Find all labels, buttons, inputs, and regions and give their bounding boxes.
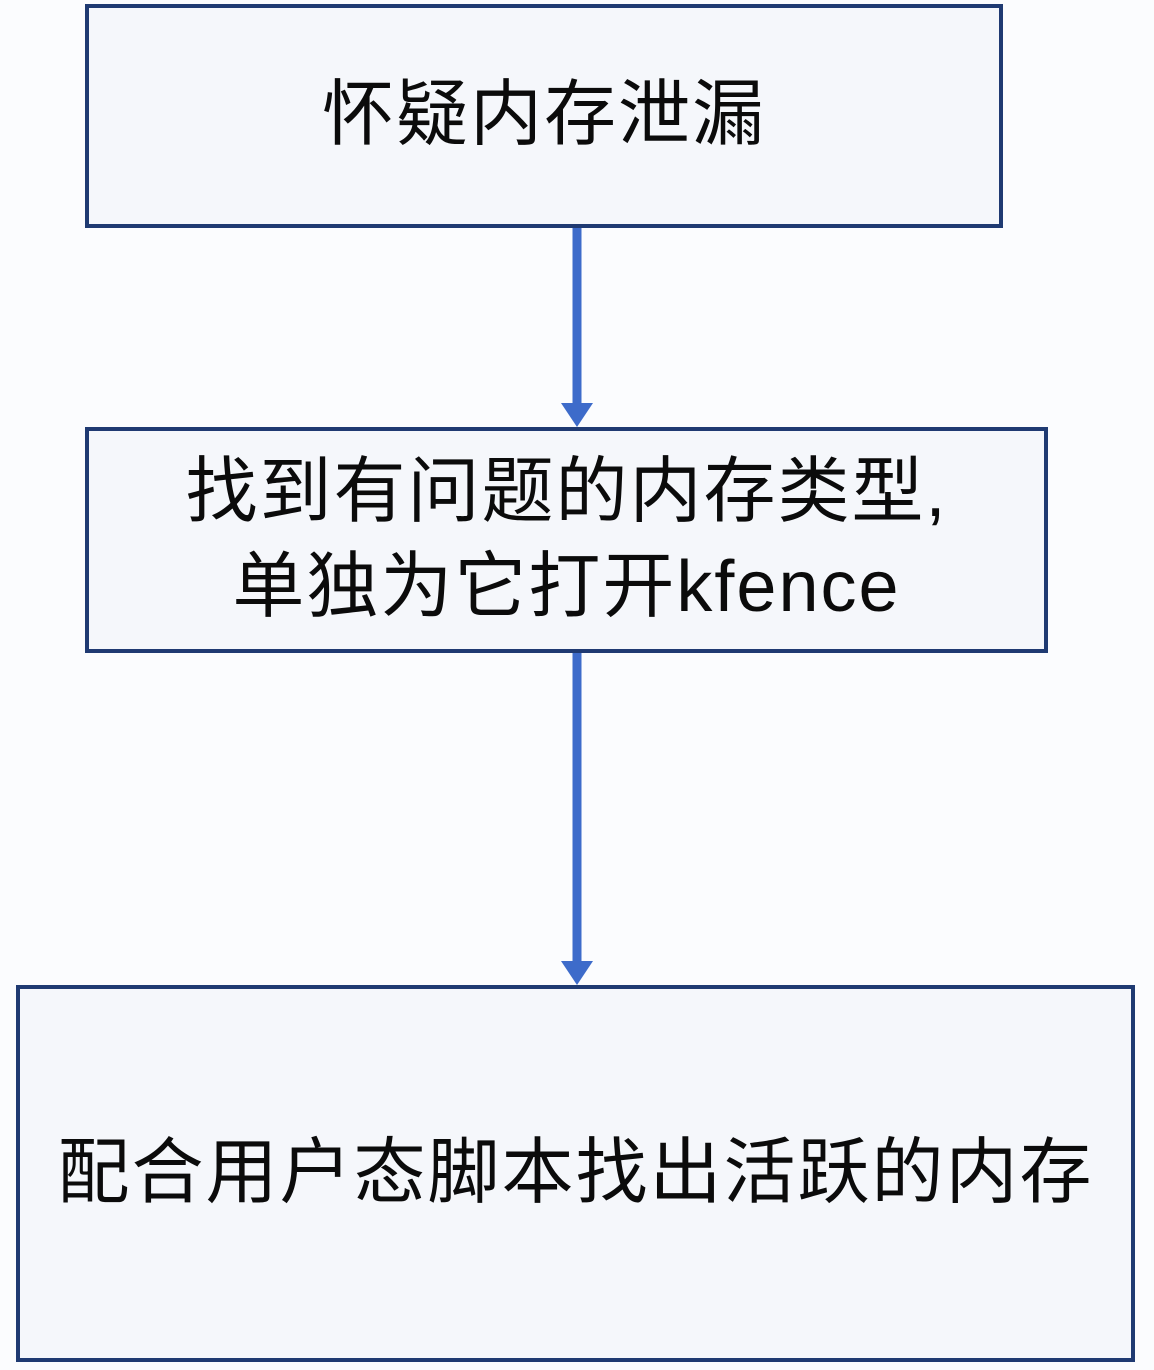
arrow-down-icon	[561, 403, 593, 427]
flow-arrow-2	[561, 653, 593, 985]
flow-arrow-1	[561, 228, 593, 427]
node-label-line: 找到有问题的内存类型,	[185, 451, 948, 532]
node-label-line: 单独为它打开kfence	[232, 547, 901, 627]
flow-node-find-active-memory: 配合用户态脚本找出活跃的内存	[16, 985, 1135, 1362]
flow-node-find-problem-memory-type: 找到有问题的内存类型, 单独为它打开kfence	[85, 427, 1048, 653]
arrow-stem	[572, 653, 582, 963]
node-label-line: 怀疑内存泄漏	[321, 75, 766, 156]
flow-node-suspect-memory-leak: 怀疑内存泄漏	[85, 4, 1003, 228]
node-label-line: 配合用户态脚本找出活跃的内存	[57, 1132, 1094, 1213]
arrow-down-icon	[561, 961, 593, 985]
arrow-stem	[572, 228, 582, 405]
